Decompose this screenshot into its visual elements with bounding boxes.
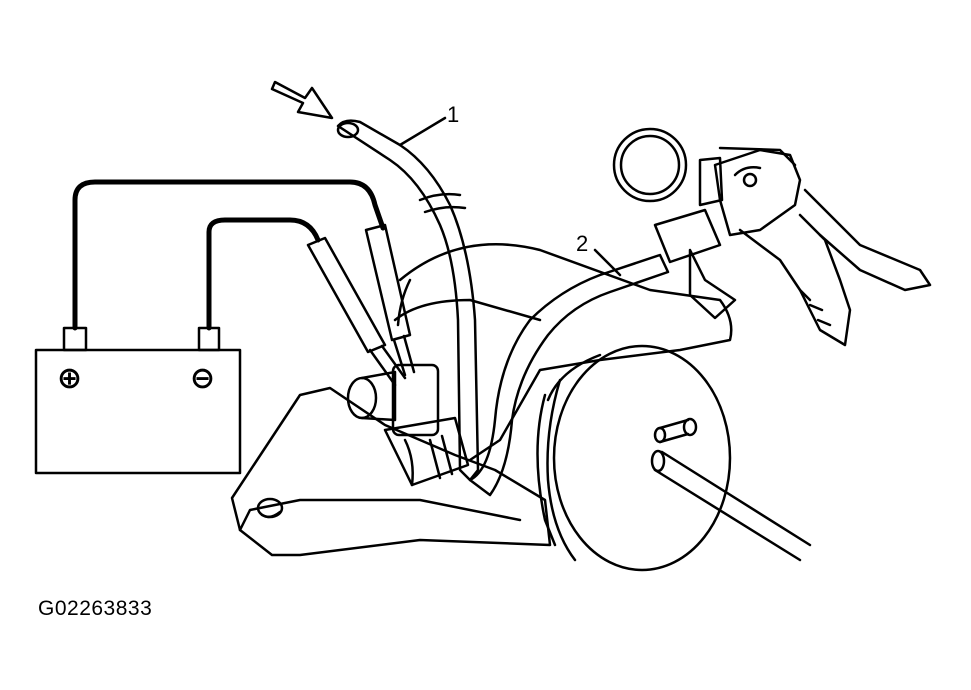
hose-2 — [468, 253, 670, 497]
booster-drum — [552, 344, 732, 572]
callout-1: 1 — [447, 102, 460, 127]
positive-lead — [72, 179, 386, 331]
vacuum-gauge — [612, 127, 688, 203]
vacuum-pump — [612, 127, 932, 347]
battery-negative-terminal — [197, 326, 221, 352]
negative-probe — [306, 236, 387, 354]
booster-body — [398, 243, 733, 462]
figure-id: G02263833 — [38, 597, 153, 620]
battery-positive-symbol: ⊕ — [57, 361, 82, 396]
mounting-bracket — [230, 386, 552, 557]
pushrod — [653, 450, 812, 562]
battery-positive-terminal — [62, 326, 88, 352]
battery — [34, 326, 242, 475]
positive-probe — [364, 223, 412, 342]
battery-negative-symbol: ⊖ — [190, 361, 215, 396]
bracket-edge — [238, 498, 522, 532]
direction-arrow — [270, 80, 334, 120]
negative-lead — [206, 217, 321, 331]
booster-port-upper — [658, 418, 690, 444]
hose-1 — [336, 119, 480, 482]
solenoid-valve — [346, 363, 470, 487]
callout-2: 2 — [576, 231, 589, 256]
